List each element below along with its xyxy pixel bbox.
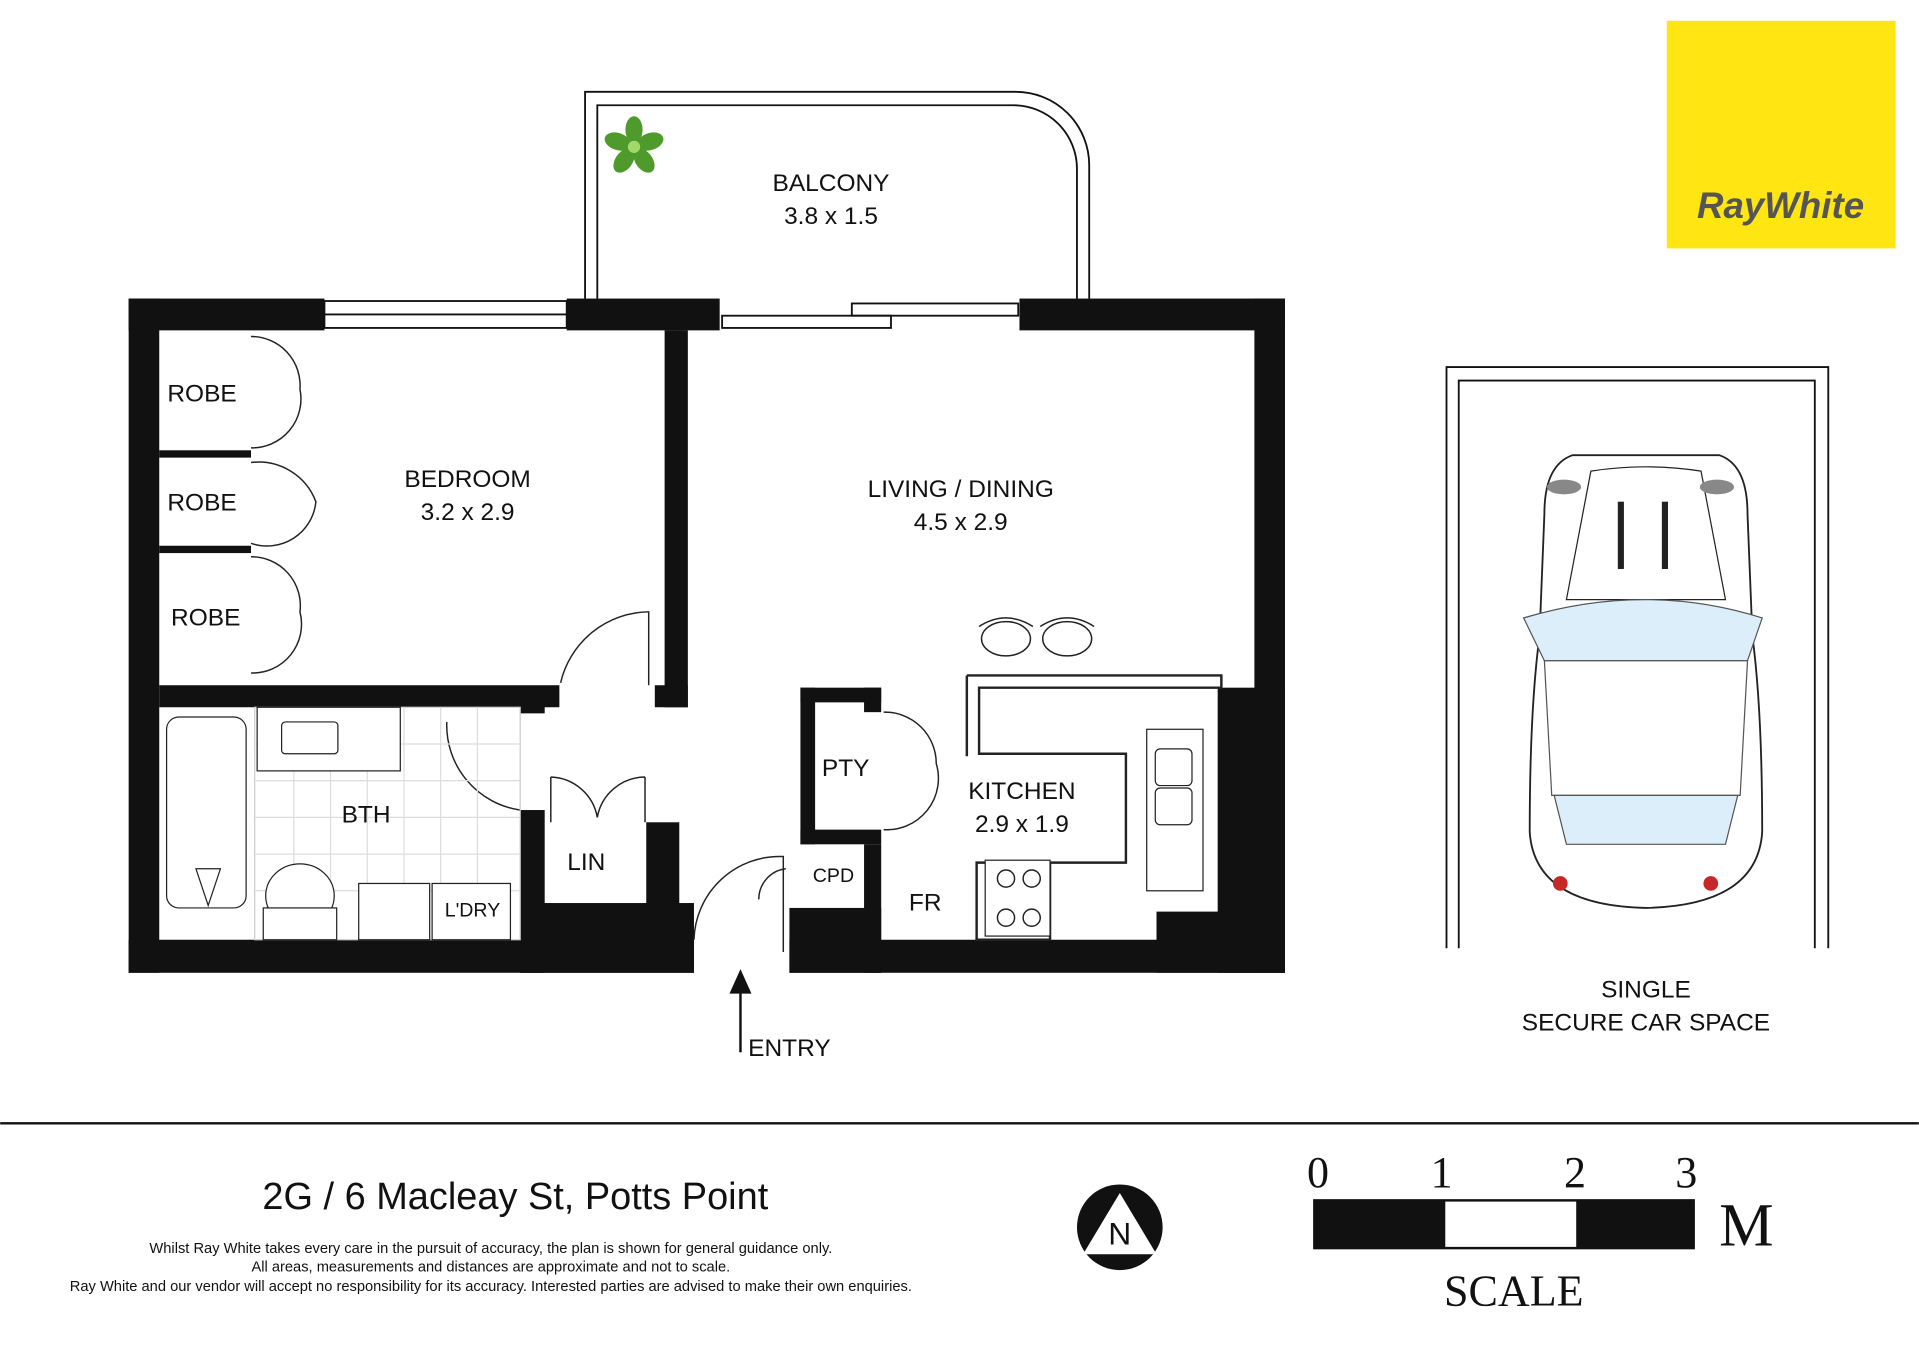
fixtures [165,617,1223,941]
bathtub [165,716,247,909]
bath-label: BTH [342,801,391,828]
balcony-label: BALCONY [773,170,890,197]
disclaimer-line: Whilst Ray White takes every care in the… [149,1241,832,1257]
bedroom-size: 3.2 x 2.9 [421,499,515,526]
doors [250,335,940,952]
car-space-line2: SECURE CAR SPACE [1522,1009,1770,1036]
entry-arrow-icon [729,969,752,1053]
robe-label: ROBE [167,489,236,516]
north-arrow-icon: N [1076,1184,1163,1271]
disclaimer-line: All areas, measurements and distances ar… [251,1259,730,1275]
robe-label: ROBE [171,604,240,631]
scale-tick: 3 [1675,1148,1697,1197]
raywhite-logo: RayWhite [1666,20,1896,249]
living-label: LIVING / DINING [868,476,1054,503]
car-space [1445,366,1830,949]
balcony [584,90,1091,299]
scale-unit: M [1719,1192,1773,1260]
walls [128,298,1285,973]
kitchen-bench [965,674,1223,941]
windows [323,300,1020,329]
robe-label: ROBE [167,380,236,407]
linen-label: LIN [567,849,605,876]
fridge-label: FR [909,889,942,916]
pantry-label: PTY [822,755,870,782]
cooktop [984,859,1051,937]
address: 2G / 6 Macleay St, Potts Point [262,1176,768,1218]
balcony-size: 3.8 x 1.5 [784,203,878,230]
scale-tick: 2 [1564,1148,1586,1197]
car-space-line1: SINGLE [1601,976,1691,1003]
plant-icon [604,116,664,173]
laundry-label: L'DRY [445,899,501,921]
north-label: N [1108,1215,1131,1251]
stools [978,617,1095,657]
living-size: 4.5 x 2.9 [914,509,1008,536]
cupboard-label: CPD [813,865,854,887]
scale-tick: 0 [1307,1148,1329,1197]
scale-tick: 1 [1431,1148,1453,1197]
scale-label: SCALE [1444,1267,1584,1316]
kitchen-size: 2.9 x 1.9 [975,811,1069,838]
car-icon [1522,454,1764,909]
kitchen-label: KITCHEN [968,778,1075,805]
bedroom-label: BEDROOM [404,466,530,493]
logo-text: RayWhite [1697,185,1864,226]
disclaimer-line: Ray White and our vendor will accept no … [70,1279,912,1295]
scale-bar: 0 1 2 3 M SCALE [1307,1148,1773,1316]
entry-label: ENTRY [748,1035,831,1062]
